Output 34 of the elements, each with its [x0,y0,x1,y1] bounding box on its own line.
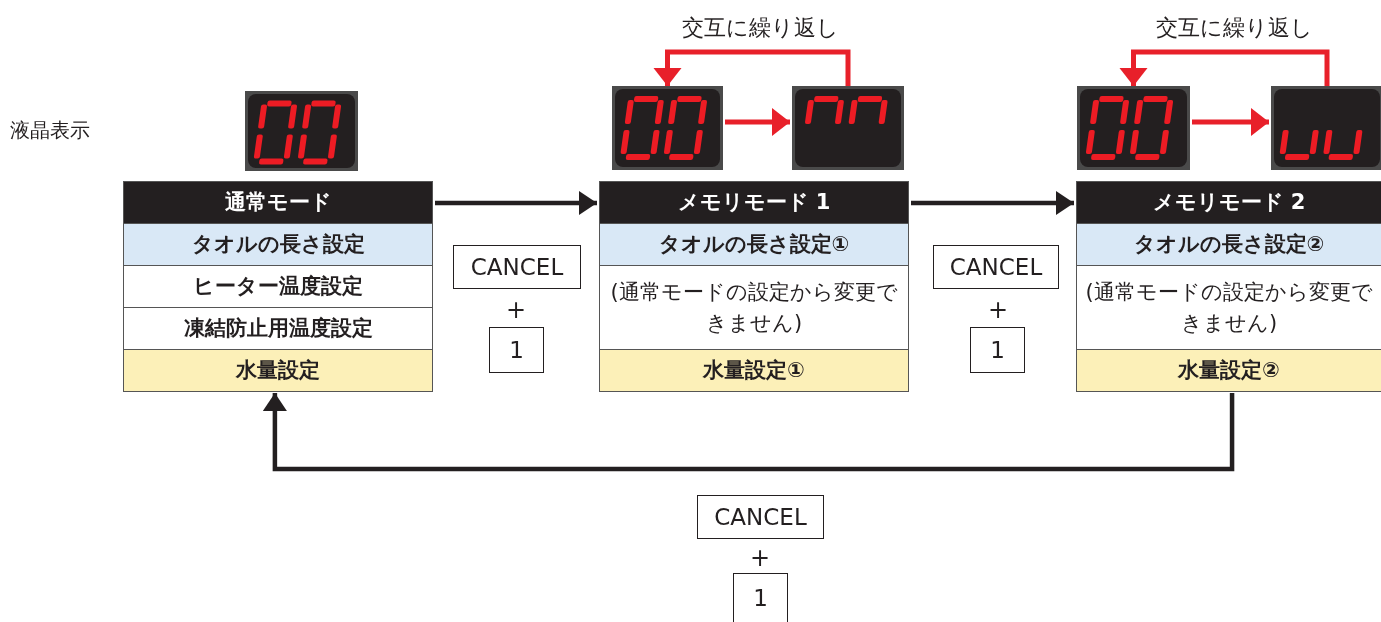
led-display-drawing [1271,86,1381,170]
arrow [1192,108,1269,136]
key-button: 1 [970,327,1025,373]
table-header: メモリモード 1 [600,182,908,223]
table-header: 通常モード [124,182,432,223]
key-button: CANCEL [453,245,581,289]
table-row: タオルの長さ設定 [124,223,432,265]
key-button: 1 [733,573,788,622]
arrow [911,191,1074,215]
key-button: 1 [489,327,544,373]
led-display-drawing [245,91,358,171]
arrow [435,191,597,215]
plus-sign: + [987,296,1009,324]
table-header: メモリモード 2 [1077,182,1381,223]
table-row: 水量設定 [124,349,432,391]
led-display-drawing [792,86,904,170]
led-display-drawing [1077,86,1190,170]
mode-table [123,181,433,392]
mode-table [599,181,909,392]
caption-label: 液晶表示 [10,116,90,144]
arrow [1119,49,1330,86]
arrow [262,393,1235,472]
table-row: タオルの長さ設定② [1077,223,1381,265]
key-button: CANCEL [697,495,824,539]
plus-sign: + [749,544,771,572]
mode-table [1076,181,1381,392]
led-display-drawing [612,86,723,170]
key-button: CANCEL [933,245,1059,289]
arrow [725,108,790,136]
table-row: 水量設定② [1077,349,1381,391]
arrow [653,49,851,86]
table-row: 水量設定① [600,349,908,391]
plus-sign: + [505,296,527,324]
table-row: タオルの長さ設定① [600,223,908,265]
